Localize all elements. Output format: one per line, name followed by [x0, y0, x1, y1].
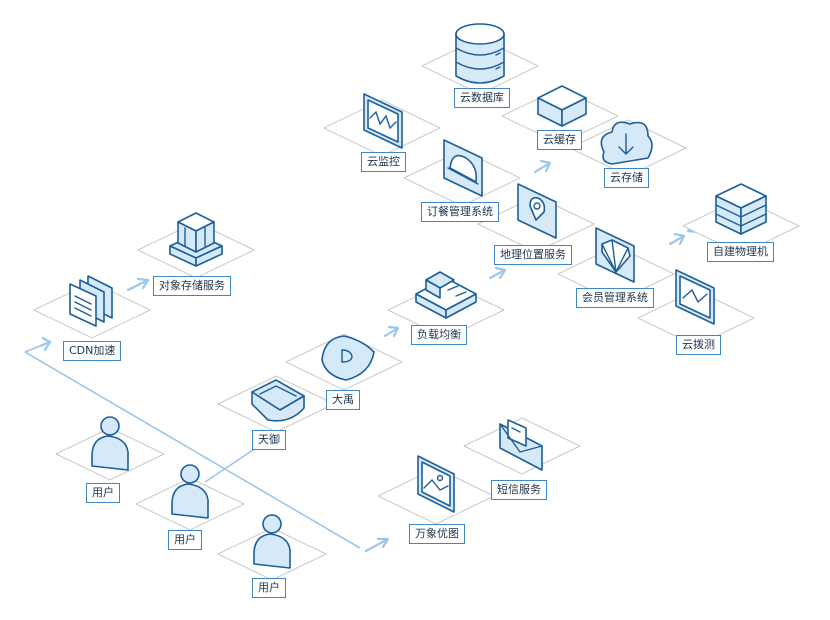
arrow-to-geo-service	[488, 266, 507, 280]
load-balancer-icon	[415, 271, 477, 319]
book-stack-icon	[69, 275, 113, 327]
label-tianyu: 天御	[252, 430, 286, 450]
label-geo-service: 地理位置服务	[494, 245, 572, 265]
label-cloud-dial-test: 云拨测	[676, 335, 721, 355]
user-icon	[91, 416, 129, 471]
label-cloud-database: 云数据库	[454, 88, 510, 108]
cloud-download-icon	[600, 121, 653, 165]
image-frame-icon	[417, 455, 455, 513]
label-order-system: 订餐管理系统	[421, 202, 499, 222]
label-wanxiang-image: 万象优图	[409, 524, 465, 544]
line-chart-icon	[675, 269, 715, 325]
label-cloud-cache: 云缓存	[537, 130, 582, 150]
envelope-icon	[499, 419, 543, 471]
server-stack-icon	[715, 183, 767, 235]
monitor-chart-icon	[363, 93, 403, 149]
label-cloud-storage: 云存储	[604, 168, 649, 188]
cache-box-icon	[537, 85, 587, 127]
diamond-icon	[595, 227, 635, 283]
user-icon	[253, 514, 291, 569]
arrow-to-load-balancer	[383, 325, 400, 338]
arrow-to-wanxiang	[364, 537, 390, 553]
arrow-to-object-storage	[126, 277, 150, 292]
arrow-to-self-built-server	[668, 232, 686, 246]
label-cdn: CDN加速	[63, 341, 122, 361]
label-load-balancer: 负载均衡	[411, 325, 467, 345]
label-user-1: 用户	[86, 483, 120, 503]
user-to-wanxiang-line	[24, 351, 361, 549]
shield-d-icon	[321, 335, 375, 381]
map-pin-icon	[517, 183, 557, 239]
label-cloud-monitor: 云监控	[361, 152, 406, 172]
arrow-to-cloud-cache	[533, 159, 552, 174]
label-member-system: 会员管理系统	[576, 288, 654, 308]
user-to-tianyu-line	[204, 443, 263, 483]
label-user-2: 用户	[168, 530, 202, 550]
storage-block-icon	[169, 212, 223, 267]
label-object-storage: 对象存储服务	[153, 276, 231, 296]
label-dayu: 大禹	[326, 390, 360, 410]
user-icon	[171, 464, 209, 519]
food-cloche-icon	[443, 139, 483, 197]
database-cylinder-icon	[455, 23, 505, 84]
label-sms-service: 短信服务	[491, 480, 547, 500]
shield-tray-icon	[251, 379, 305, 422]
label-self-built-server: 自建物理机	[707, 242, 774, 262]
label-user-3: 用户	[252, 578, 286, 598]
arrow-to-cdn	[38, 336, 52, 352]
